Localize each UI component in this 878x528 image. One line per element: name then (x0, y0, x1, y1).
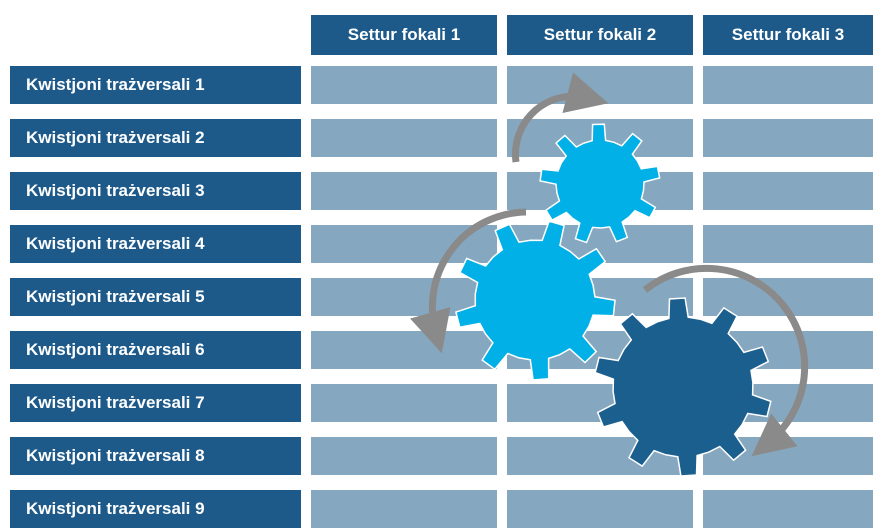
matrix-cell (507, 384, 693, 422)
matrix-cell (703, 119, 873, 157)
matrix-cell (507, 225, 693, 263)
column-header-label: Settur fokali 3 (731, 25, 845, 44)
row-label-text: Kwistjoni trażversali 2 (26, 128, 205, 147)
row-label-6: Kwistjoni trażversali 6 (10, 331, 301, 369)
row-label-3: Kwistjoni trażversali 3 (10, 172, 301, 210)
row-label-text: Kwistjoni trażversali 6 (26, 340, 205, 359)
row-label-5: Kwistjoni trażversali 5 (10, 278, 301, 316)
row-label-2: Kwistjoni trażversali 2 (10, 119, 301, 157)
row-label-text: Kwistjoni trażversali 1 (26, 75, 205, 94)
row-label-text: Kwistjoni trażversali 3 (26, 181, 205, 200)
column-header-label: Settur fokali 2 (543, 25, 657, 44)
matrix-cell (311, 437, 497, 475)
matrix-cell (703, 384, 873, 422)
matrix-cell (311, 331, 497, 369)
matrix-cell (311, 119, 497, 157)
matrix-cell (703, 225, 873, 263)
row-label-text: Kwistjoni trażversali 8 (26, 446, 205, 465)
matrix-cell (311, 66, 497, 104)
matrix-cell (703, 278, 873, 316)
matrix-cell (507, 437, 693, 475)
row-label-text: Kwistjoni trażversali 4 (26, 234, 205, 253)
row-label-text: Kwistjoni trażversali 7 (26, 393, 205, 412)
column-header-label: Settur fokali 1 (347, 25, 461, 44)
matrix-cell (311, 225, 497, 263)
matrix-cell (703, 331, 873, 369)
row-label-4: Kwistjoni trażversali 4 (10, 225, 301, 263)
matrix-cell (703, 66, 873, 104)
matrix-cell (507, 278, 693, 316)
row-label-8: Kwistjoni trażversali 8 (10, 437, 301, 475)
matrix-cell (507, 331, 693, 369)
matrix-cell (311, 384, 497, 422)
row-label-7: Kwistjoni trażversali 7 (10, 384, 301, 422)
matrix-cell (311, 490, 497, 528)
matrix-cell (703, 490, 873, 528)
column-header-2: Settur fokali 2 (507, 15, 693, 55)
row-label-text: Kwistjoni trażversali 5 (26, 287, 205, 306)
row-label-1: Kwistjoni trażversali 1 (10, 66, 301, 104)
matrix-cell (311, 278, 497, 316)
matrix-cell (507, 119, 693, 157)
matrix-cell (703, 172, 873, 210)
matrix-cell (311, 172, 497, 210)
matrix-cell (703, 437, 873, 475)
row-label-9: Kwistjoni trażversali 9 (10, 490, 301, 528)
column-header-1: Settur fokali 1 (311, 15, 497, 55)
matrix-cell (507, 66, 693, 104)
matrix-cell (507, 172, 693, 210)
row-label-text: Kwistjoni trażversali 9 (26, 499, 205, 518)
matrix-cell (507, 490, 693, 528)
column-header-3: Settur fokali 3 (703, 15, 873, 55)
